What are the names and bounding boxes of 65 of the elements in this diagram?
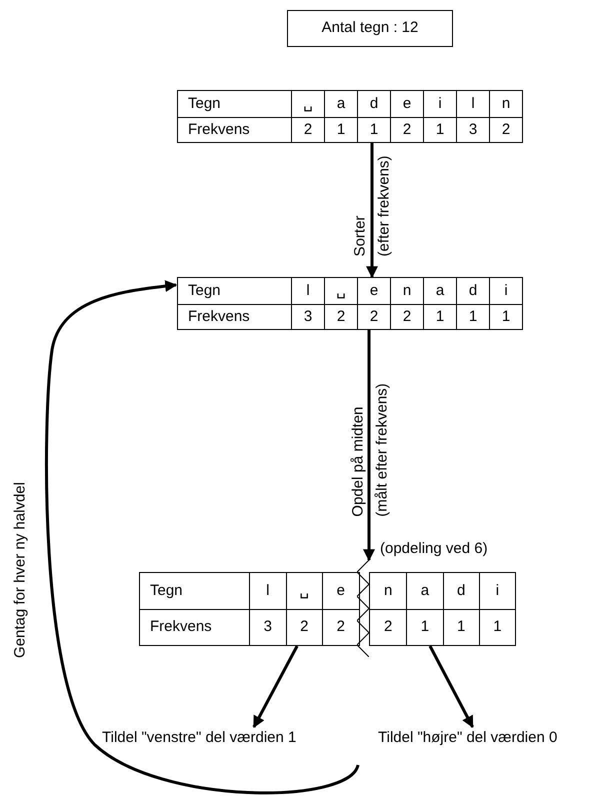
arrow (366, 143, 378, 278)
table (139, 572, 360, 646)
table-cell: e (322, 573, 358, 609)
table-cell: 1 (324, 116, 357, 142)
count-box: Antal tegn : 12 (287, 10, 453, 47)
table-cell: i (423, 91, 456, 116)
table-cell: l (456, 91, 489, 116)
table-cell: 2 (324, 304, 357, 329)
row-header-cell: Frekvens (178, 116, 291, 142)
row-header-cell-text: Tegn (187, 94, 222, 114)
table-cell: 2 (390, 304, 423, 329)
table-cell: 1 (456, 304, 489, 329)
table-cell: d (357, 91, 390, 116)
table-cell: e (357, 278, 390, 304)
table (177, 90, 523, 143)
row-header-cell: Frekvens (140, 609, 249, 645)
table-cell: 1 (357, 116, 390, 142)
table (369, 572, 516, 646)
table-cell: ␣ (324, 278, 357, 304)
arrow (252, 645, 298, 728)
edge-label: Opdel på midten (målt efter frekvens) (350, 383, 390, 517)
edge-label: Gentag for hver ny halvdel (12, 482, 28, 658)
table-cell: l (249, 573, 286, 609)
split-note: (opdeling ved 6) (380, 539, 488, 559)
table-cell: 1 (423, 116, 456, 142)
table-cell: 3 (456, 116, 489, 142)
table-cell: a (406, 573, 442, 609)
table-cell: 2 (489, 116, 522, 142)
arrow (363, 330, 375, 562)
table-cell: n (390, 278, 423, 304)
table-cell: a (423, 278, 456, 304)
table-cell-text: n (382, 580, 394, 601)
table-cell: 2 (286, 609, 322, 645)
table-cell: ␣ (291, 91, 324, 116)
table-cell: 3 (249, 609, 286, 645)
table-cell: n (489, 91, 522, 116)
table-cell: a (324, 91, 357, 116)
row-header-cell-text: Tegn (187, 280, 222, 300)
table-cell: 1 (423, 304, 456, 329)
table-cell: 2 (390, 116, 423, 142)
action-text: Tildel "venstre" del værdien 1 (102, 727, 347, 750)
row-header-cell-text: Tegn (149, 580, 184, 601)
table-cell: l (291, 278, 324, 304)
loop-arrow (44, 280, 360, 794)
table-cell: i (489, 278, 522, 304)
table-cell: e (390, 91, 423, 116)
row-header-cell: Frekvens (178, 304, 291, 329)
table-cell: d (442, 573, 479, 609)
table-cell: 1 (478, 609, 515, 645)
table-cell: 1 (442, 609, 479, 645)
edge-label: Sorter (efter frekvens) (352, 156, 392, 256)
table-cell: i (478, 573, 515, 609)
table (177, 277, 523, 330)
table-cell: ␣ (286, 573, 322, 609)
table-cell: d (456, 278, 489, 304)
action-text: Tildel "højre" del værdien 0 (378, 727, 598, 750)
arrow (428, 645, 474, 728)
table-cell: 1 (489, 304, 522, 329)
table-cell: 2 (322, 609, 358, 645)
table-cell: 3 (291, 304, 324, 329)
table-cell: 2 (370, 609, 406, 645)
table-cell: 1 (406, 609, 442, 645)
table-cell: 2 (357, 304, 390, 329)
split-zigzag (357, 560, 369, 657)
table-cell: 2 (291, 116, 324, 142)
